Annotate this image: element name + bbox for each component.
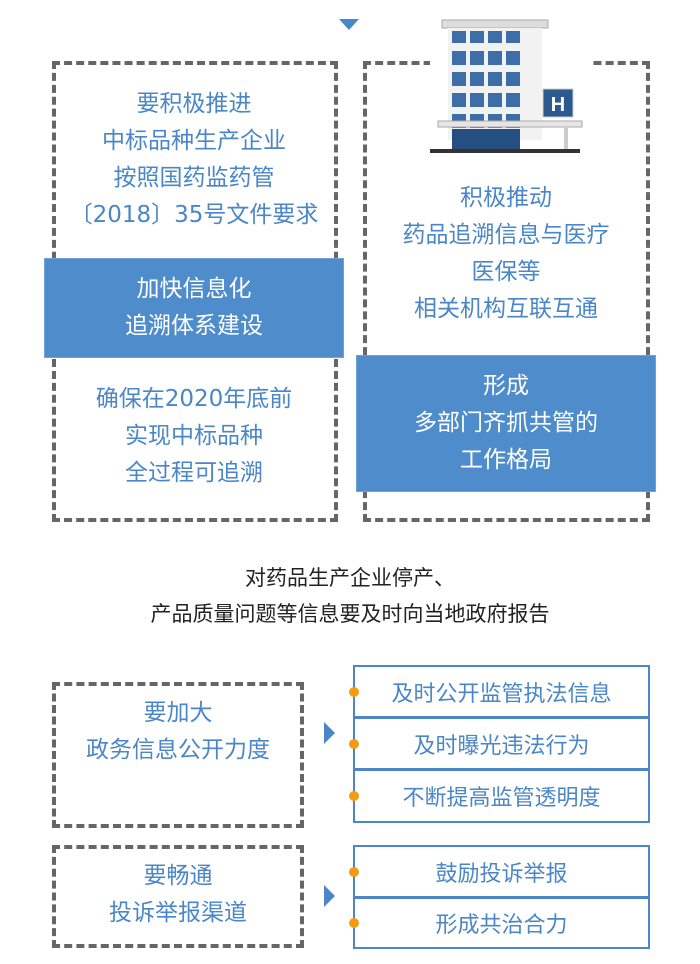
text-line: 产品质量问题等信息要及时向当地政府报告 [150, 602, 550, 626]
hospital-building-icon: H [430, 15, 590, 155]
list-item: 形成共治合力 [349, 899, 648, 947]
text-line: 〔2018〕35号文件要求 [69, 202, 319, 228]
text-line: 要积极推进 [136, 91, 252, 117]
text-line: 医保等 [471, 259, 541, 285]
text-line: 多部门齐抓共管的 [414, 410, 598, 436]
left-upper-text: 要积极推进 中标品种生产企业 按照国药监药管 〔2018〕35号文件要求 [45, 86, 343, 234]
section2-dashed-box [52, 845, 304, 948]
bullet-dot-icon [349, 791, 359, 801]
bullet-dot-icon [349, 866, 359, 877]
list-item: 鼓励投诉举报 [349, 847, 648, 899]
text-line: 要畅通 [143, 863, 213, 889]
text-line: 全过程可追溯 [125, 460, 263, 486]
list-item-label: 鼓励投诉举报 [435, 861, 568, 887]
list-item: 及时曝光违法行为 [349, 719, 648, 771]
text-line: 形成 [483, 373, 529, 399]
list-item: 及时公开监管执法信息 [349, 667, 648, 719]
text-line: 药品追溯信息与医疗 [402, 222, 610, 248]
text-line: 中标品种生产企业 [102, 128, 286, 154]
text-line: 加快信息化 [136, 276, 252, 302]
text-line: 实现中标品种 [125, 423, 263, 449]
text-line: 要加大 [143, 700, 213, 726]
text-line: 相关机构互联互通 [414, 296, 598, 322]
text-line: 对药品生产企业停产、 [245, 566, 455, 590]
left-lower-text: 确保在2020年底前 实现中标品种 全过程可追溯 [45, 381, 343, 492]
text-line: 投诉举报渠道 [109, 900, 247, 926]
right-highlight-band: 形成 多部门齐抓共管的 工作格局 [356, 355, 656, 492]
text-line: 政务信息公开力度 [86, 737, 270, 763]
bullet-dot-icon [349, 686, 359, 697]
bullet-dot-icon [349, 738, 359, 749]
left-highlight-band: 加快信息化 追溯体系建设 [44, 258, 344, 358]
text-line: 追溯体系建设 [125, 313, 263, 339]
list-item-label: 形成共治合力 [435, 913, 568, 938]
text-line: 积极推动 [460, 185, 552, 211]
text-line: 工作格局 [460, 447, 552, 473]
svg-text:H: H [551, 94, 565, 116]
list-item-label: 及时公开监管执法信息 [391, 681, 612, 707]
list-item: 不断提高监管透明度 [349, 771, 648, 821]
right-upper-text: 积极推动 药品追溯信息与医疗 医保等 相关机构互联互通 [360, 180, 652, 328]
text-line: 确保在2020年底前 [95, 386, 293, 412]
center-statement: 对药品生产企业停产、 产品质量问题等信息要及时向当地政府报告 [0, 560, 700, 632]
list-item-label: 不断提高监管透明度 [402, 786, 601, 811]
down-triangle-icon [339, 19, 359, 30]
section2-list: 鼓励投诉举报 形成共治合力 [349, 845, 650, 949]
right-arrow-icon [324, 722, 335, 744]
text-line: 按照国药监药管 [113, 165, 275, 191]
section1-list: 及时公开监管执法信息 及时曝光违法行为 不断提高监管透明度 [349, 665, 650, 823]
right-arrow-icon [324, 885, 335, 907]
section1-box-text: 要加大 政务信息公开力度 [52, 695, 304, 769]
section1-dashed-box [52, 682, 304, 828]
section2-box-text: 要畅通 投诉举报渠道 [52, 858, 304, 932]
bullet-dot-icon [349, 918, 359, 928]
list-item-label: 及时曝光违法行为 [413, 733, 590, 759]
